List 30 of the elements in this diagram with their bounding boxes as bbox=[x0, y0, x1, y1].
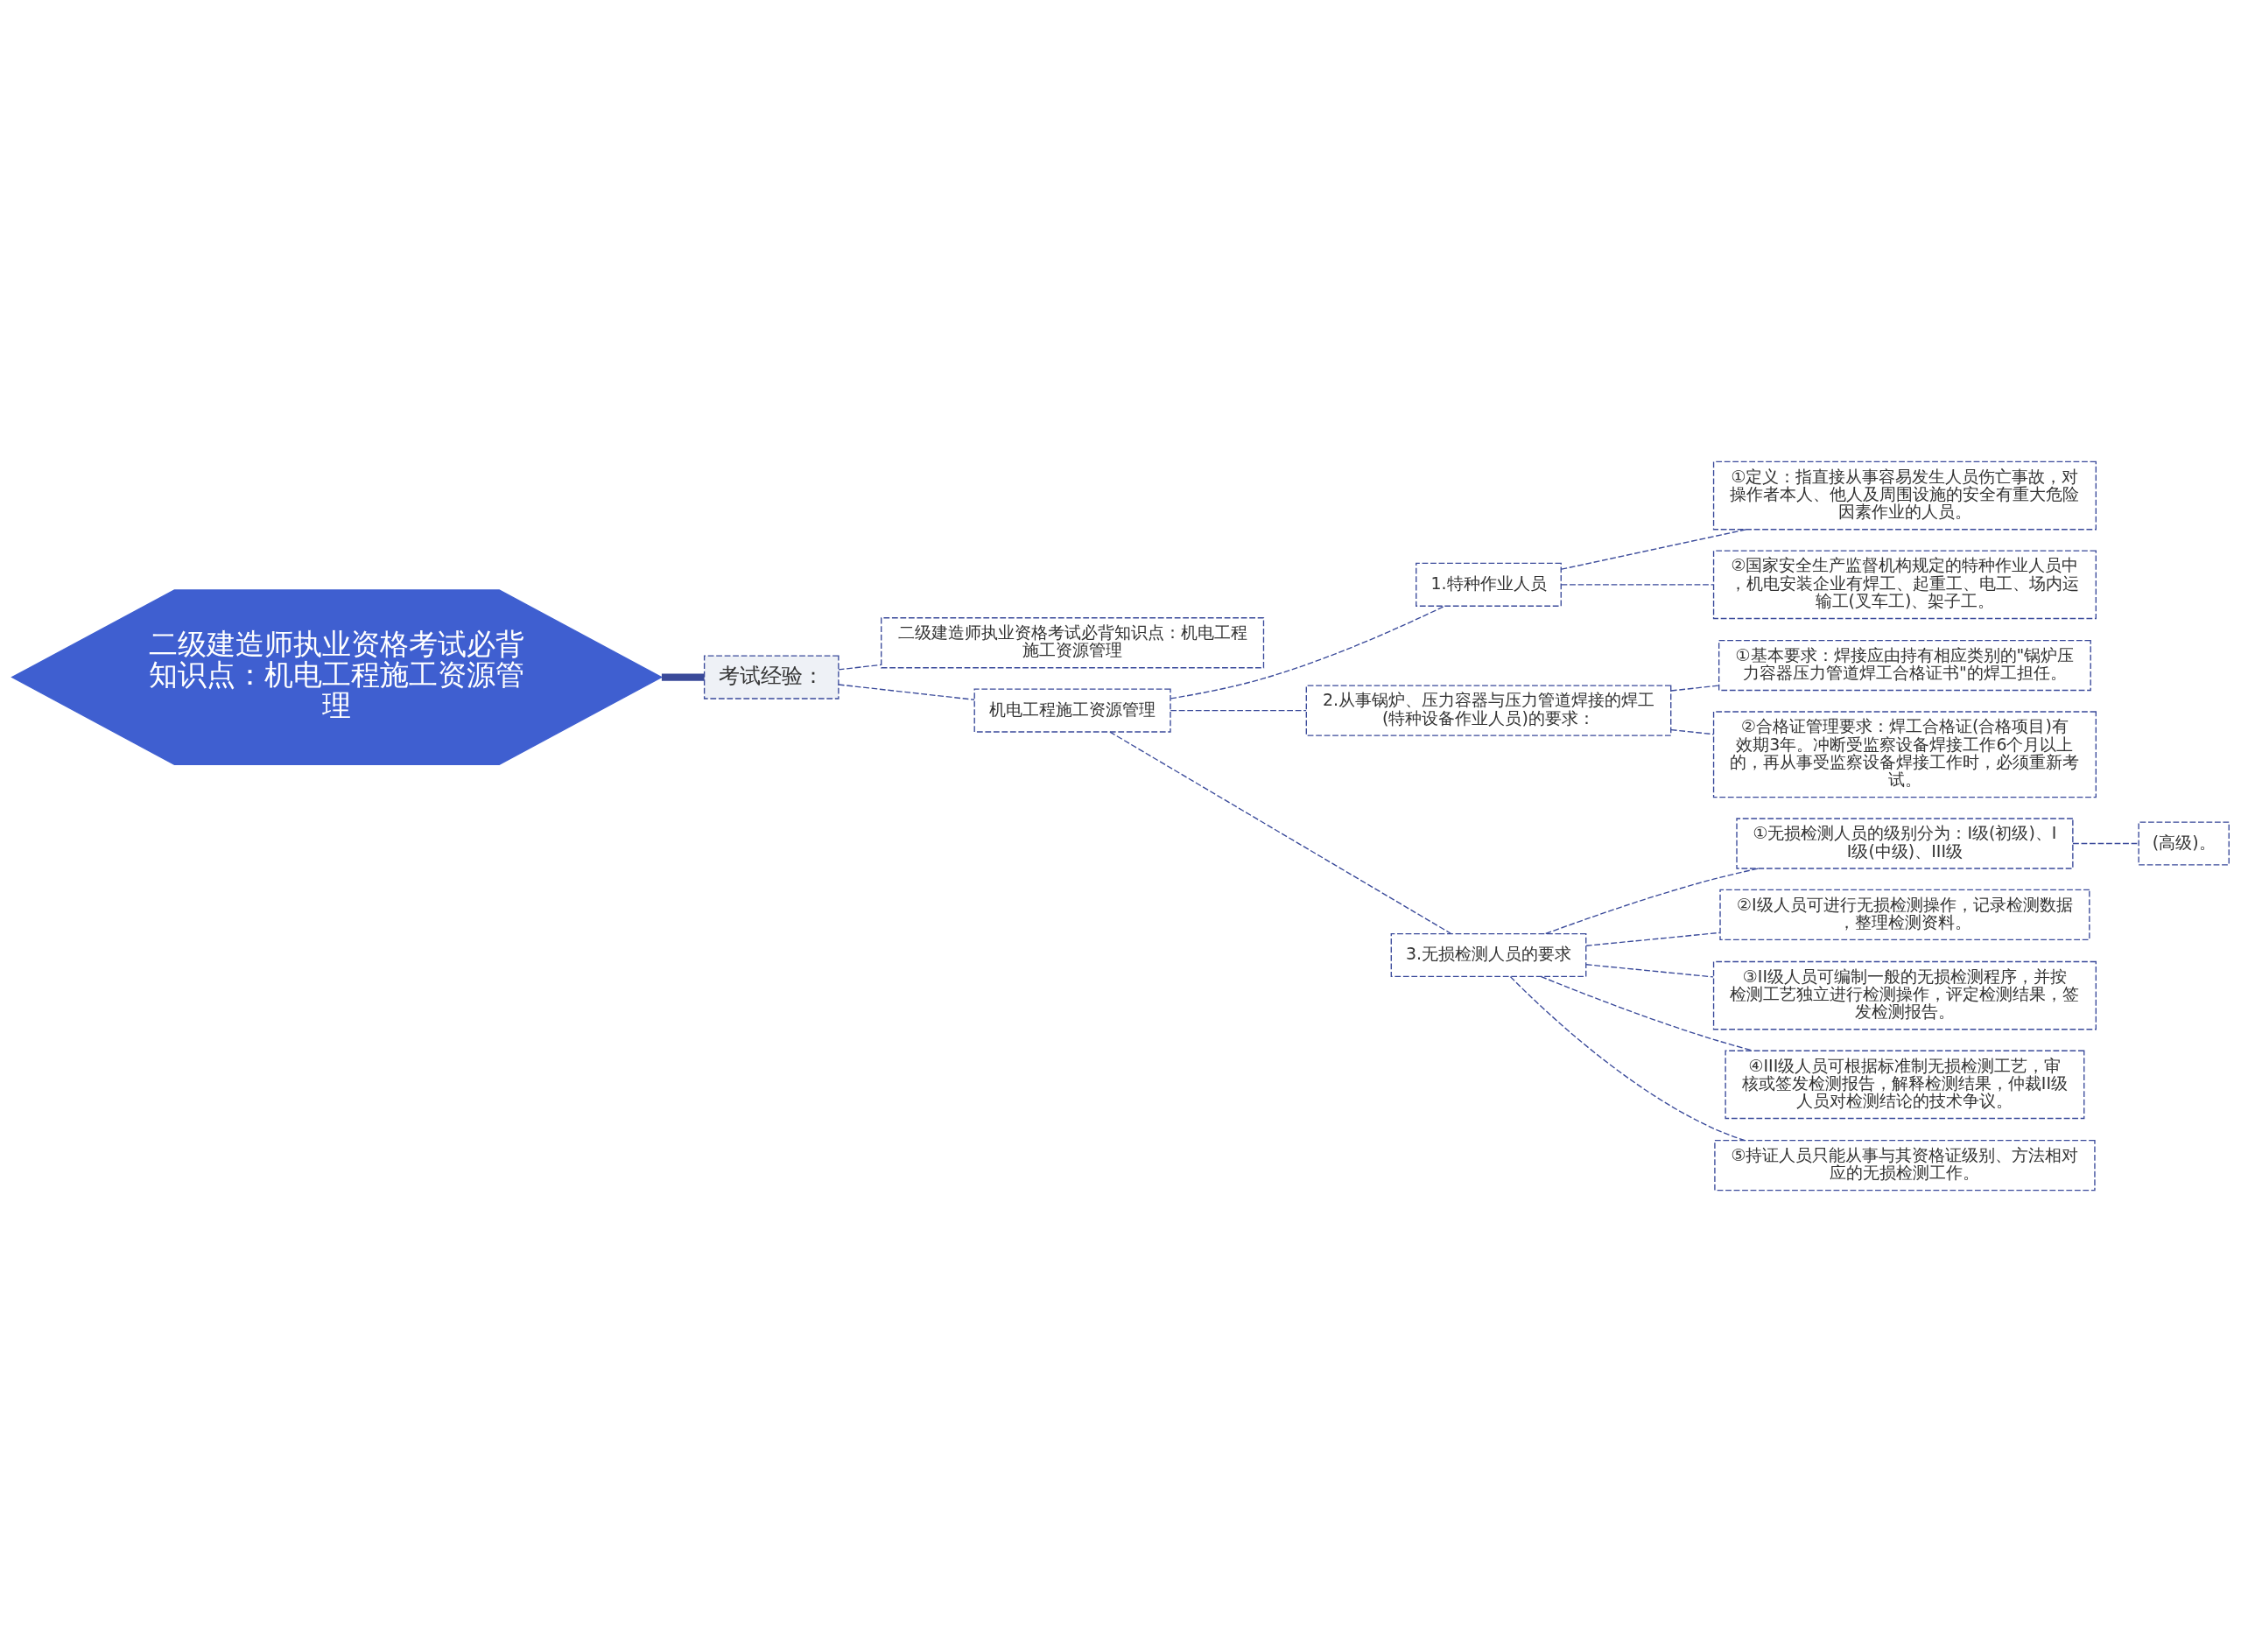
node-box: 3.无损检测人员的要求 bbox=[1390, 932, 1587, 978]
connector bbox=[1670, 685, 1720, 692]
connector bbox=[1585, 931, 1721, 946]
node-box: 2.从事锅炉、压力容器与压力管道焊接的焊工(特种设备作业人员)的要求： bbox=[1305, 685, 1672, 736]
connector bbox=[838, 664, 882, 671]
connector bbox=[1561, 584, 1714, 586]
node-box: ④III级人员可根据标准制无损检测工艺，审核或签发检测报告，解释检测结果，仲裁II级人员对检测结论的技术争议。 bbox=[1725, 1050, 2085, 1120]
connector bbox=[1170, 709, 1307, 712]
node-box: ①无损检测人员的级别分为：I级(初级)、II级(中级)、III级 bbox=[1736, 818, 2074, 869]
connector bbox=[1585, 964, 1714, 978]
node-box: ②合格证管理要求：焊工合格证(合格项目)有效期3年。冲断受监察设备焊接工作6个月以上的，再从事受监察设备焊接工作时，必须重新考试。 bbox=[1712, 711, 2097, 798]
connector bbox=[1545, 868, 1760, 935]
node-box: ①基本要求：焊接应由持有相应类别的"锅炉压力容器压力管道焊工合格证书"的焊工担任。 bbox=[1718, 639, 2091, 692]
node-box: ①定义：指直接从事容易发生人员伤亡事故，对操作者本人、他人及周围设施的安全有重大危险因素作业的人员。 bbox=[1712, 460, 2097, 531]
node-box: ②国家安全生产监督机构规定的特种作业人员中，机电安装企业有焊工、起重工、电工、场内运输工(叉车工)、架子工。 bbox=[1712, 550, 2097, 620]
connector bbox=[1170, 605, 1445, 699]
connector bbox=[1540, 975, 1753, 1051]
node-box: 机电工程施工资源管理 bbox=[973, 688, 1171, 733]
node-box: ③II级人员可编制一般的无损检测程序，并按检测工艺独立进行检测操作，评定检测结果，签发检测报告。 bbox=[1712, 960, 2097, 1030]
node-box: 二级建造师执业资格考试必背知识点：机电工程施工资源管理 bbox=[881, 617, 1265, 669]
node-box: ②I级人员可进行无损检测操作，记录检测数据，整理检测资料。 bbox=[1719, 889, 2090, 941]
node-box: ⑤持证人员只能从事与其资格证级别、方法相对应的无损检测工作。 bbox=[1714, 1139, 2096, 1192]
connector bbox=[661, 673, 705, 681]
node-box: 考试经验： bbox=[703, 655, 839, 699]
connector bbox=[2072, 842, 2139, 845]
node-box: 1.特种作业人员 bbox=[1416, 562, 1562, 607]
connector bbox=[1670, 728, 1715, 735]
connector bbox=[838, 684, 975, 700]
node-box: (高级)。 bbox=[2138, 821, 2230, 866]
connector bbox=[1109, 731, 1451, 934]
